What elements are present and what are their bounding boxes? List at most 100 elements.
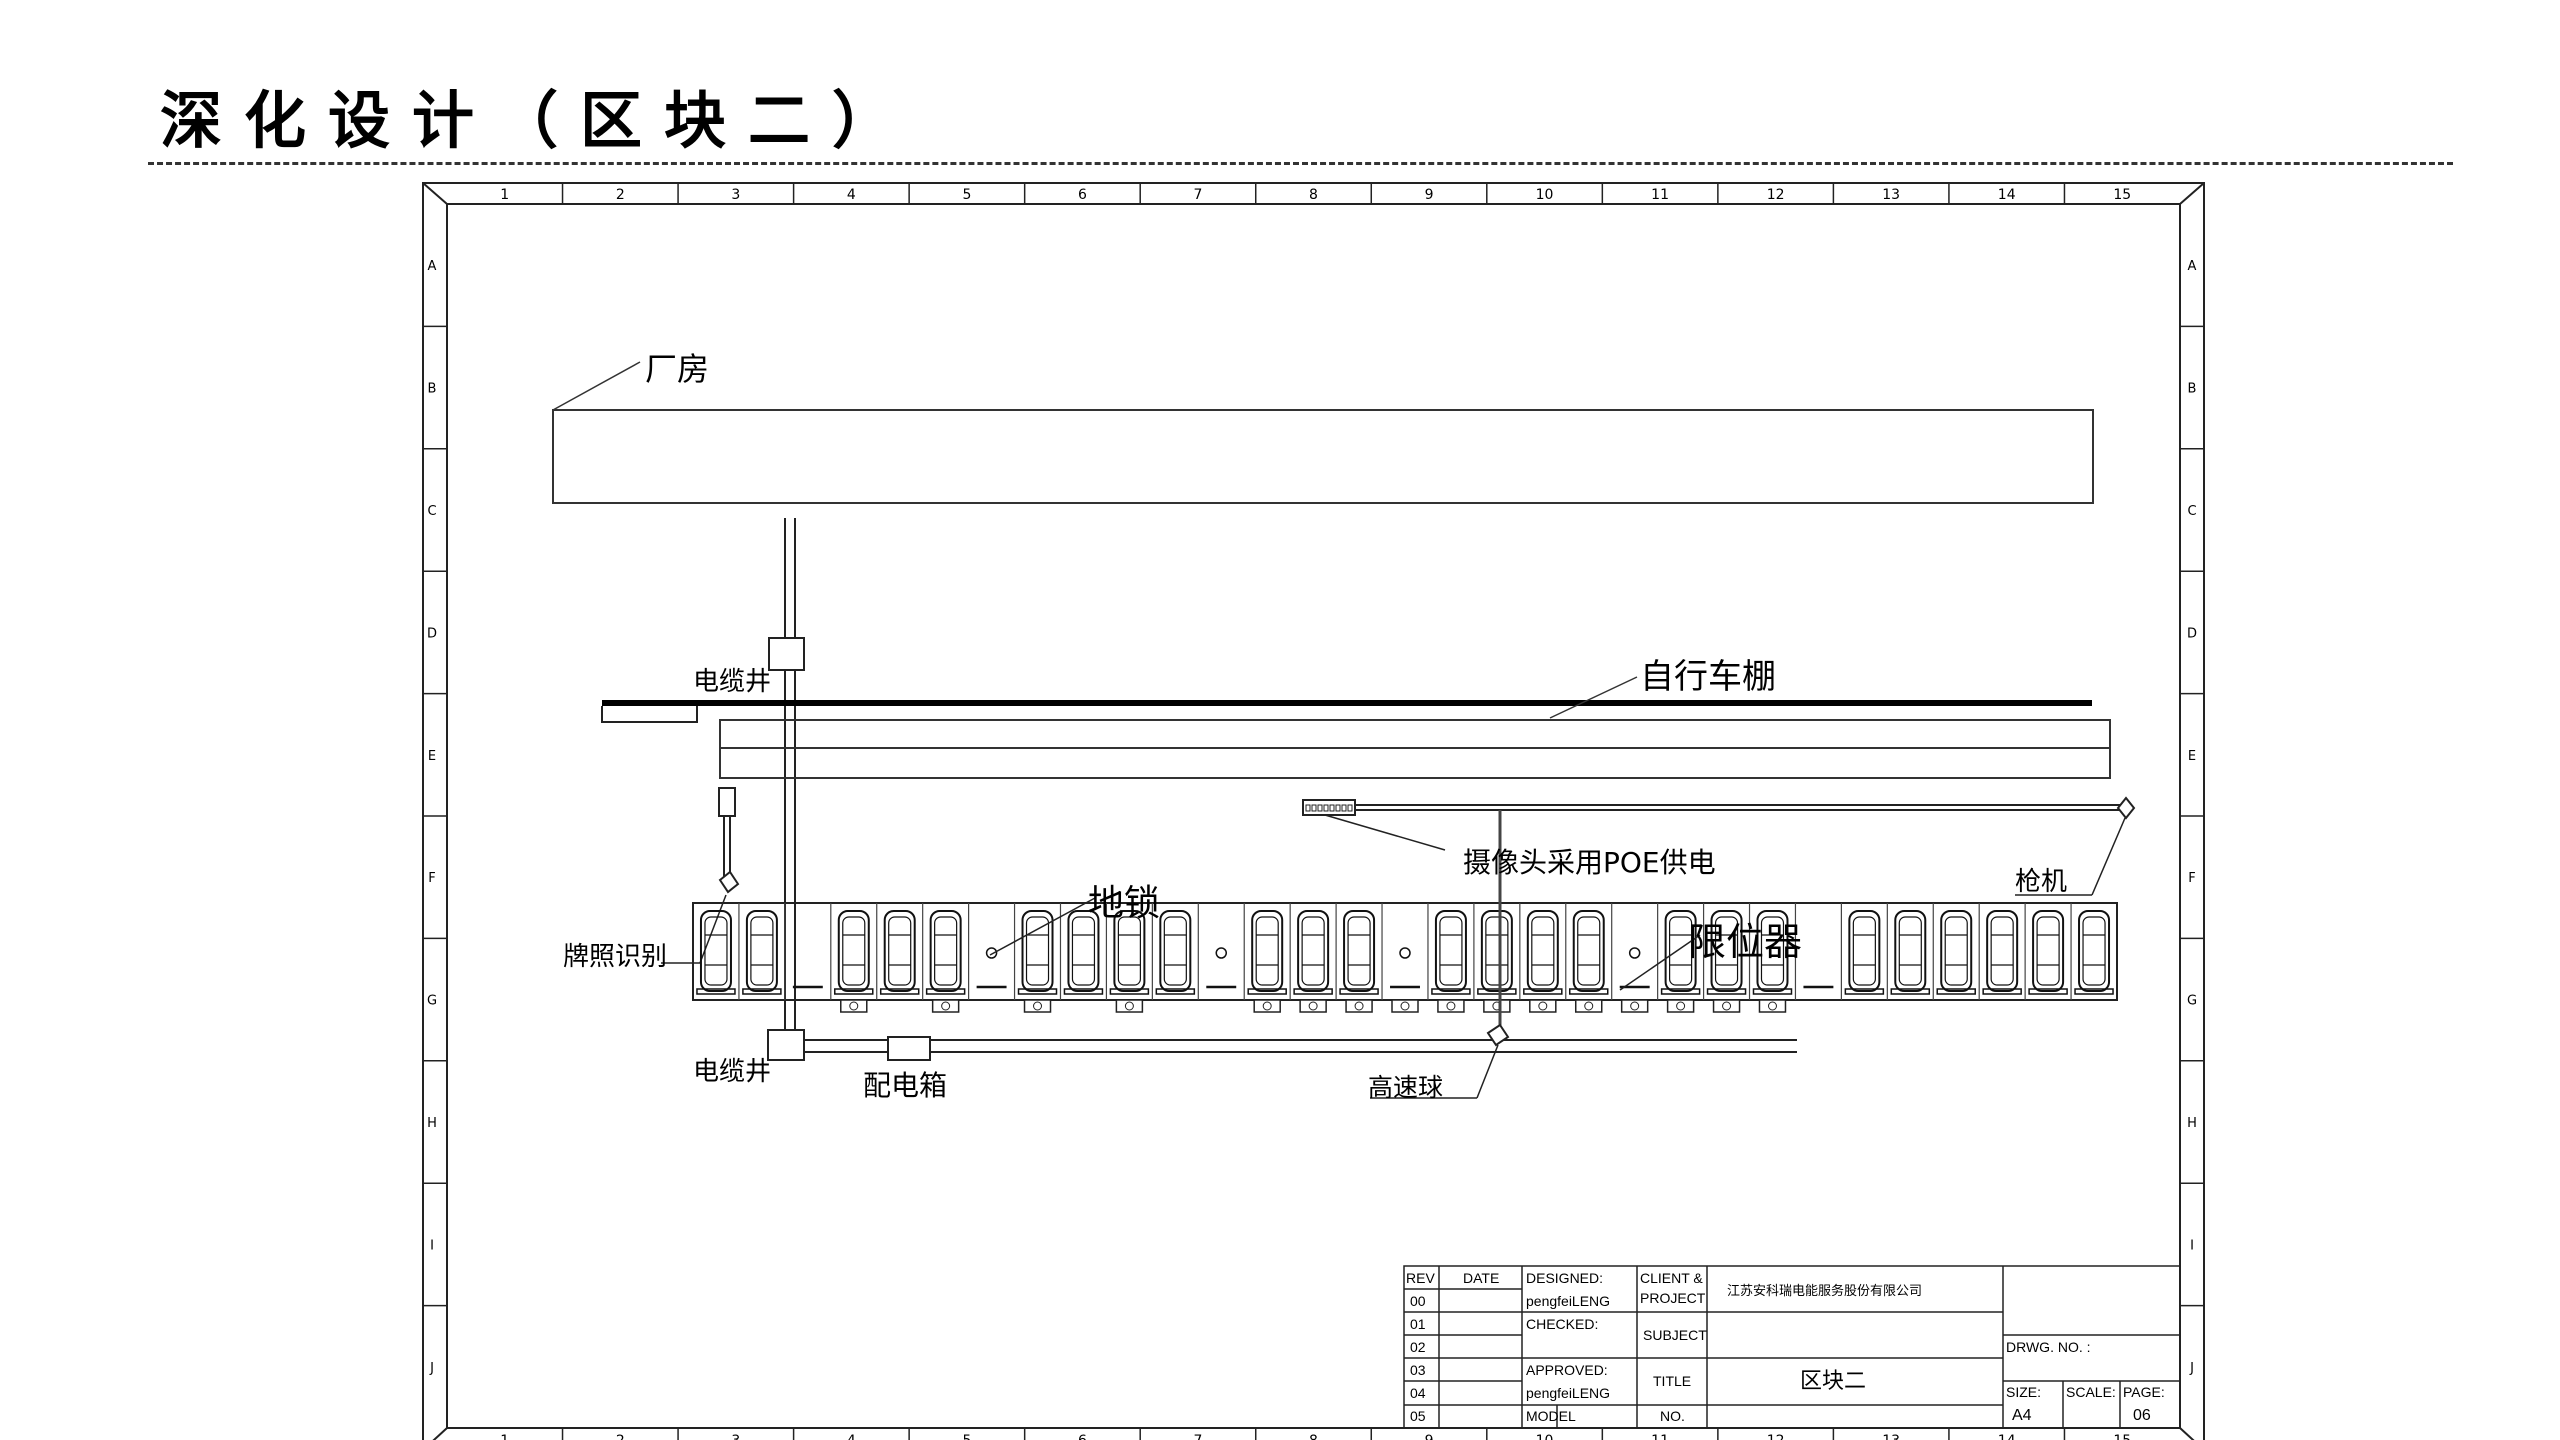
ground-lock-icon [1216, 948, 1226, 958]
ground-lock-label: 地锁 [1088, 883, 1160, 924]
column-label: 11 [1651, 1433, 1669, 1440]
svg-text:CHECKED:: CHECKED: [1526, 1316, 1598, 1332]
parking-slot-car [1845, 911, 1883, 994]
limiter-icon [1116, 1000, 1142, 1012]
svg-text:PAGE:: PAGE: [2123, 1384, 2165, 1400]
limiter-icon [1025, 1000, 1051, 1012]
ground-lock-icon [1400, 948, 1410, 958]
parking-slot-car [1340, 911, 1378, 994]
factory-label: 厂房 [645, 350, 709, 388]
column-label: 5 [962, 1433, 971, 1440]
row-label: D [427, 626, 437, 641]
row-label: C [427, 504, 436, 519]
row-label: H [427, 1116, 437, 1131]
limiter-icon [1622, 1000, 1648, 1012]
parking-slot-car [743, 911, 781, 994]
row-ruler-left: ABCDEFGHIJ [423, 259, 447, 1376]
cable-well-bottom-label: 电缆井 [693, 1057, 771, 1087]
column-label: 12 [1767, 187, 1785, 203]
parking-slot-car [1937, 911, 1975, 994]
parking-slot-car [1248, 911, 1286, 994]
parking-slot-car [1524, 911, 1562, 994]
column-label: 7 [1194, 187, 1203, 203]
ground-lock-icon [1630, 948, 1640, 958]
svg-text:APPROVED:: APPROVED: [1526, 1362, 1608, 1378]
row-label: E [428, 749, 436, 764]
limiter-icon [1759, 1000, 1785, 1012]
column-label: 8 [1309, 1433, 1318, 1440]
svg-text:DRWG. NO. :: DRWG. NO. : [2006, 1339, 2091, 1355]
column-label: 13 [1882, 187, 1900, 203]
limiter-icon [1300, 1000, 1326, 1012]
limiter-icon [1484, 1000, 1510, 1012]
limiter-icon [1254, 1000, 1280, 1012]
column-label: 6 [1078, 1433, 1087, 1440]
column-label: 5 [962, 187, 971, 203]
column-label: 15 [2113, 1433, 2131, 1440]
svg-text:SCALE:: SCALE: [2066, 1384, 2116, 1400]
column-label: 14 [1998, 187, 2016, 203]
limiter-icon [841, 1000, 867, 1012]
limiter-icon [1392, 1000, 1418, 1012]
parking-slot-car [1891, 911, 1929, 994]
rev-number: 04 [1410, 1385, 1426, 1401]
column-label: 4 [847, 187, 856, 203]
row-label: B [428, 382, 437, 397]
column-label: 12 [1767, 1433, 1785, 1440]
client-name: 江苏安科瑞电能服务股份有限公司 [1727, 1283, 1922, 1298]
row-label: D [2187, 626, 2197, 641]
row-label: F [2188, 871, 2195, 886]
bullet-camera-icon [2118, 798, 2134, 818]
drawing-title-value: 区块二 [1800, 1368, 1866, 1393]
distribution-box-label: 配电箱 [863, 1069, 947, 1102]
column-label: 9 [1425, 187, 1434, 203]
parking-slot-car [927, 911, 965, 994]
rev-number: 03 [1410, 1362, 1426, 1378]
limiter-icon [1438, 1000, 1464, 1012]
limiter-icon [1714, 1000, 1740, 1012]
limiter-icon [1530, 1000, 1556, 1012]
svg-text:DESIGNED:: DESIGNED: [1526, 1270, 1603, 1286]
svg-text:SIZE:: SIZE: [2006, 1384, 2041, 1400]
bike-shed: 自行车棚 [602, 657, 2110, 778]
parking-slot-car [1570, 911, 1608, 994]
parking-slot-lock [1620, 948, 1650, 987]
parking-slot-car [1478, 911, 1516, 994]
column-label: 8 [1309, 187, 1318, 203]
limiter-icon [1576, 1000, 1602, 1012]
svg-text:CLIENT &: CLIENT & [1640, 1270, 1703, 1286]
row-label: G [2187, 994, 2197, 1009]
bike-shed-label: 自行车棚 [1640, 657, 1776, 697]
column-label: 1 [500, 187, 509, 203]
svg-text:MODEL: MODEL [1526, 1408, 1576, 1424]
parking-slot-car [697, 911, 735, 994]
rev-number: 00 [1410, 1293, 1426, 1309]
parking-slot-car [881, 911, 919, 994]
svg-text:PROJECT: PROJECT [1640, 1290, 1706, 1306]
column-label: 6 [1078, 187, 1087, 203]
column-label: 4 [847, 1433, 856, 1440]
column-label: 3 [731, 1433, 740, 1440]
column-label: 14 [1998, 1433, 2016, 1440]
column-label: 3 [731, 187, 740, 203]
distribution-box [888, 1037, 930, 1060]
rev-number: 02 [1410, 1339, 1426, 1355]
limiter-label: 限位器 [1688, 920, 1802, 964]
column-label: 7 [1194, 1433, 1203, 1440]
column-ruler-top: 123456789101112131415 [500, 183, 2131, 204]
row-label: I [430, 1238, 434, 1253]
column-label: 15 [2113, 187, 2131, 203]
parking-slot-car [2029, 911, 2067, 994]
cable-well-top-label: 电缆井 [693, 667, 771, 697]
bullet-camera-label: 枪机 [2015, 867, 2067, 897]
row-label: E [2188, 749, 2196, 764]
limiter-icon [1346, 1000, 1372, 1012]
parking-row [693, 903, 2117, 1012]
speed-dome-label: 高速球 [1368, 1073, 1443, 1102]
column-ruler-bottom: 123456789101112131415 [500, 1428, 2131, 1440]
speed-dome-icon [1488, 1025, 1508, 1045]
svg-text:DATE: DATE [1463, 1270, 1499, 1286]
svg-text:TITLE: TITLE [1653, 1373, 1691, 1389]
parking-slot-car [1019, 911, 1057, 994]
